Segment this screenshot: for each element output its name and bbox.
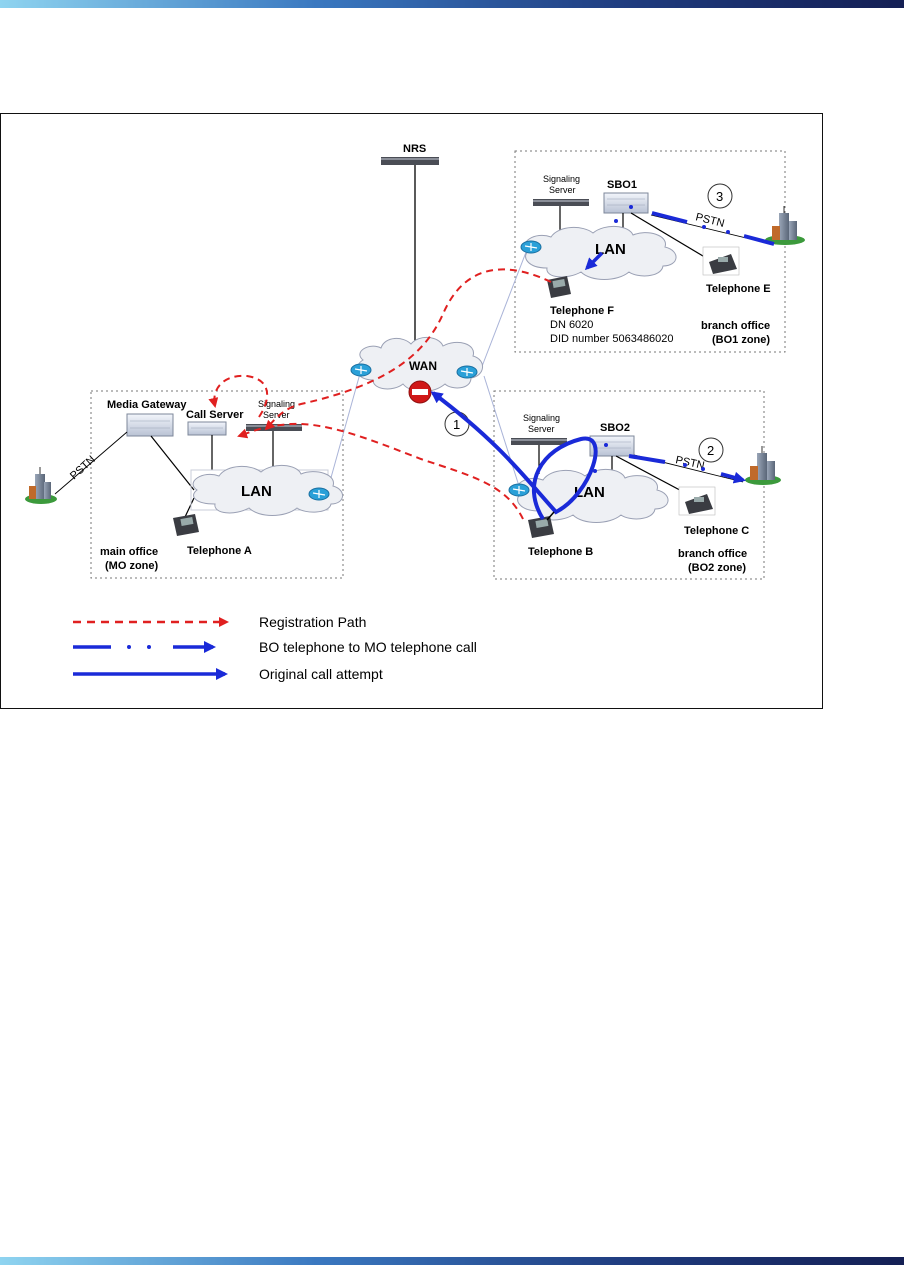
registration-path-bo2 — [237, 422, 524, 520]
telephone-a-icon — [173, 514, 199, 536]
wan-label: WAN — [409, 359, 437, 373]
registration-loop-mo — [208, 374, 268, 418]
bo2-building-icon — [745, 446, 781, 485]
bo2-zone-label-2: (BO2 zone) — [688, 562, 746, 574]
bo1-pstn-label: PSTN — [694, 211, 725, 230]
bo2-pstn-call-path — [593, 443, 746, 484]
telephone-c-icon — [678, 486, 716, 516]
bo1-router — [520, 240, 542, 254]
mo-router — [308, 487, 330, 501]
bo2-step-2-number: 2 — [707, 443, 714, 458]
telephone-f-did: DID number 5063486020 — [550, 333, 674, 345]
bo1-zone-label-1: branch office — [701, 320, 770, 332]
mo-building-icon — [25, 467, 57, 504]
footer-band — [0, 1257, 904, 1265]
bo2-pstn-label: PSTN — [674, 454, 705, 472]
bo2-sbo-label: SBO2 — [600, 422, 630, 434]
call-server — [187, 421, 227, 436]
bo1-lan-to-phone-arrow — [584, 251, 604, 271]
header-band — [0, 0, 904, 8]
bo1-zone-box — [514, 150, 786, 353]
mo-zone-label-1: main office — [100, 546, 158, 558]
media-gateway-label: Media Gateway — [107, 399, 187, 411]
bo1-signaling-server — [533, 199, 589, 232]
bo2-router — [508, 483, 530, 497]
wan-links — [326, 246, 529, 493]
telephone-c-label: Telephone C — [684, 525, 749, 537]
wan-router-right — [456, 365, 478, 379]
wan-cloud — [356, 337, 483, 392]
bo1-link-sbo-phone-e — [630, 212, 714, 263]
bo2-step-2-badge — [698, 437, 724, 463]
bo2-zone-label-1: branch office — [678, 548, 747, 560]
bo1-zone-label-2: (BO1 zone) — [712, 334, 770, 346]
original-call-tick — [546, 511, 555, 521]
bo1-building-icon — [765, 206, 805, 245]
legend-registration-label: Registration Path — [259, 614, 366, 630]
registration-path-bo1 — [264, 268, 552, 431]
mo-pstn-line — [54, 431, 128, 495]
legend-bo-call-label: BO telephone to MO telephone call — [259, 639, 477, 655]
call-server-label: Call Server — [186, 409, 244, 421]
bo2-signaling-server-label-1: Signaling — [523, 413, 560, 423]
mo-zone-label-2: (MO zone) — [105, 560, 158, 572]
mo-lan-label: LAN — [241, 483, 272, 500]
nrs-label: NRS — [403, 143, 426, 155]
bo2-zone-box — [493, 390, 765, 580]
mo-signaling-server-label-1: Signaling — [258, 399, 295, 409]
bo2-link-sbo-phone-c — [615, 455, 692, 497]
bo1-telephone-f — [547, 276, 571, 298]
telephone-a-label: Telephone A — [187, 545, 252, 557]
bo1-signaling-server-label-1: Signaling — [543, 174, 580, 184]
bo1-telephone-e — [702, 246, 740, 276]
mo-signaling-server-label-2: Server — [263, 410, 290, 420]
legend-bo-call-line — [73, 641, 216, 653]
bo1-step-3-number: 3 — [716, 189, 723, 204]
mo-pstn-label: PSTN — [68, 454, 98, 483]
bo1-signaling-server-label-2: Server — [549, 185, 576, 195]
no-entry-icon — [408, 380, 432, 404]
bo2-signaling-server-label-2: Server — [528, 424, 555, 434]
bo2-sbo-server — [589, 435, 635, 474]
bo1-sbo-label: SBO1 — [607, 179, 637, 191]
mo-lan-links — [150, 431, 274, 518]
media-gateway-server — [126, 413, 174, 437]
telephone-b-label: Telephone B — [528, 546, 593, 558]
telephone-b-icon — [528, 516, 554, 538]
mo-lan-cloud — [192, 465, 343, 516]
telephone-f-dn: DN 6020 — [550, 319, 593, 331]
step-1-number: 1 — [453, 417, 460, 432]
wan-router-left — [350, 363, 372, 377]
telephone-e-label: Telephone E — [706, 283, 771, 295]
bo1-step-3-badge — [707, 183, 733, 209]
bo1-call-path — [614, 205, 775, 246]
legend-original-call-label: Original call attempt — [259, 666, 383, 682]
nrs-server — [381, 157, 439, 357]
original-call-path — [430, 391, 598, 521]
network-diagram: NRS WAN Signaling Server SBO1 LAN — [0, 113, 823, 709]
telephone-f-label: Telephone F — [550, 305, 614, 317]
